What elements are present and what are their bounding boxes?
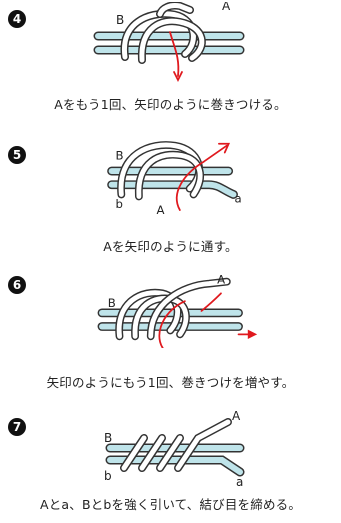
- step-caption: Aをもう1回、矢印のように巻きつける。: [54, 97, 287, 112]
- step-5: 5 B b A a Aを矢印のように通す。: [0, 130, 341, 256]
- label-b: B: [116, 13, 124, 27]
- label-a-end: a: [236, 475, 243, 486]
- label-a-corner: A: [232, 409, 241, 423]
- step-caption: 矢印のようにもう1回、巻きつけを増やす。: [46, 375, 295, 390]
- step-number-badge: 7: [8, 418, 26, 436]
- knot-diagram-step-5: B b A a: [107, 141, 242, 214]
- label-b-lower: b: [115, 197, 122, 211]
- red-direction-arrow: [169, 31, 180, 77]
- red-direction-arrow: [175, 144, 228, 211]
- step-caption: Aとa、Bとbを強く引いて、結び目を締める。: [39, 497, 302, 512]
- label-b-upper: B: [115, 148, 123, 162]
- label-b-lower: b: [104, 469, 112, 483]
- label-a: A: [217, 273, 225, 287]
- knot-diagram-step-7: B b A a: [104, 409, 245, 486]
- step-number-badge: 6: [8, 276, 26, 294]
- label-a-mid: A: [156, 203, 164, 214]
- label-b-upper: B: [104, 431, 112, 445]
- label-a-end: a: [235, 191, 242, 205]
- step-number-badge: 5: [8, 146, 26, 164]
- step-4: 4 B A Aをもう1回、矢印のように巻きつける。: [0, 0, 341, 126]
- step-6: 6 B A 矢印のようにもう1回、巻きつけを増やす。: [0, 262, 341, 392]
- red-direction-arrow: [158, 300, 186, 348]
- knot-diagram-step-4: B A: [93, 2, 245, 82]
- label-a: A: [222, 2, 231, 13]
- step-number-badge: 4: [8, 10, 26, 28]
- knot-diagram-step-6: B A: [97, 273, 258, 348]
- label-b: B: [108, 296, 116, 310]
- step-7: 7 B b A a Aとa、Bとbを強く引いて、結び目を締める。: [0, 396, 341, 523]
- step-caption: Aを矢印のように通す。: [103, 239, 238, 254]
